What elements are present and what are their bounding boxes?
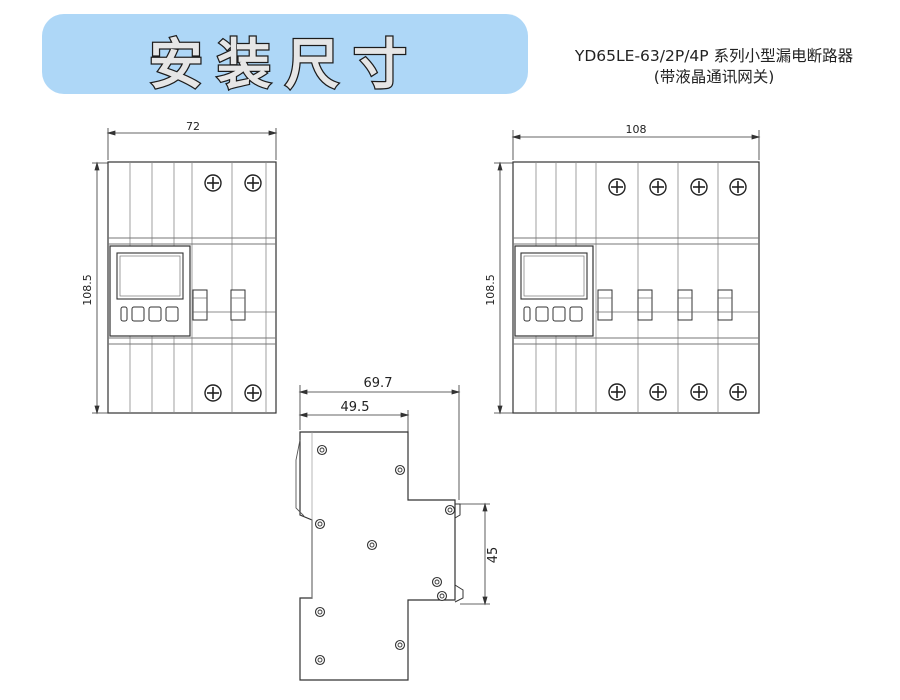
dimension-108-5-left — [92, 161, 110, 415]
side-view: 69.7 49.5 45 — [295, 376, 501, 681]
height-label-108-5-left: 108.5 — [81, 274, 94, 306]
terminal-screw-icon — [204, 174, 222, 192]
front-view-4p: 108 108.5 — [484, 123, 761, 415]
terminal-screw-icon — [690, 383, 708, 401]
terminal-screw-icon — [244, 174, 262, 192]
depth-label-69-7: 69.7 — [364, 376, 393, 391]
product-subtitle-line: (带液晶通讯网关) — [653, 68, 775, 86]
dimension-72 — [106, 128, 278, 160]
dimension-49-5 — [298, 410, 410, 432]
height-label-108-5-right: 108.5 — [484, 274, 497, 306]
depth-label-49-5: 49.5 — [341, 400, 370, 415]
terminal-screw-icon — [649, 383, 667, 401]
dimension-108-5-right — [494, 161, 515, 415]
terminal-screw-icon — [649, 178, 667, 196]
page-title: 安装尺寸 — [148, 32, 421, 98]
front-view-2p: 72 108.5 — [81, 120, 278, 415]
terminal-screw-icon — [729, 178, 747, 196]
rail-height-label-45: 45 — [486, 547, 501, 564]
title-banner: 安装尺寸 — [42, 14, 528, 97]
product-model-line: YD65LE-63/2P/4P 系列小型漏电断路器 — [574, 47, 854, 65]
terminal-screw-icon — [690, 178, 708, 196]
terminal-screw-icon — [204, 384, 222, 402]
terminal-screw-icon — [729, 383, 747, 401]
width-label-72: 72 — [186, 120, 200, 133]
width-label-108: 108 — [626, 123, 647, 136]
dimension-45 — [460, 502, 490, 606]
terminal-screw-icon — [608, 383, 626, 401]
product-title: YD65LE-63/2P/4P 系列小型漏电断路器 (带液晶通讯网关) — [536, 46, 892, 88]
dimension-69-7 — [298, 385, 461, 500]
terminal-screw-icon — [608, 178, 626, 196]
terminal-screw-icon — [244, 384, 262, 402]
dimension-108 — [511, 130, 761, 160]
